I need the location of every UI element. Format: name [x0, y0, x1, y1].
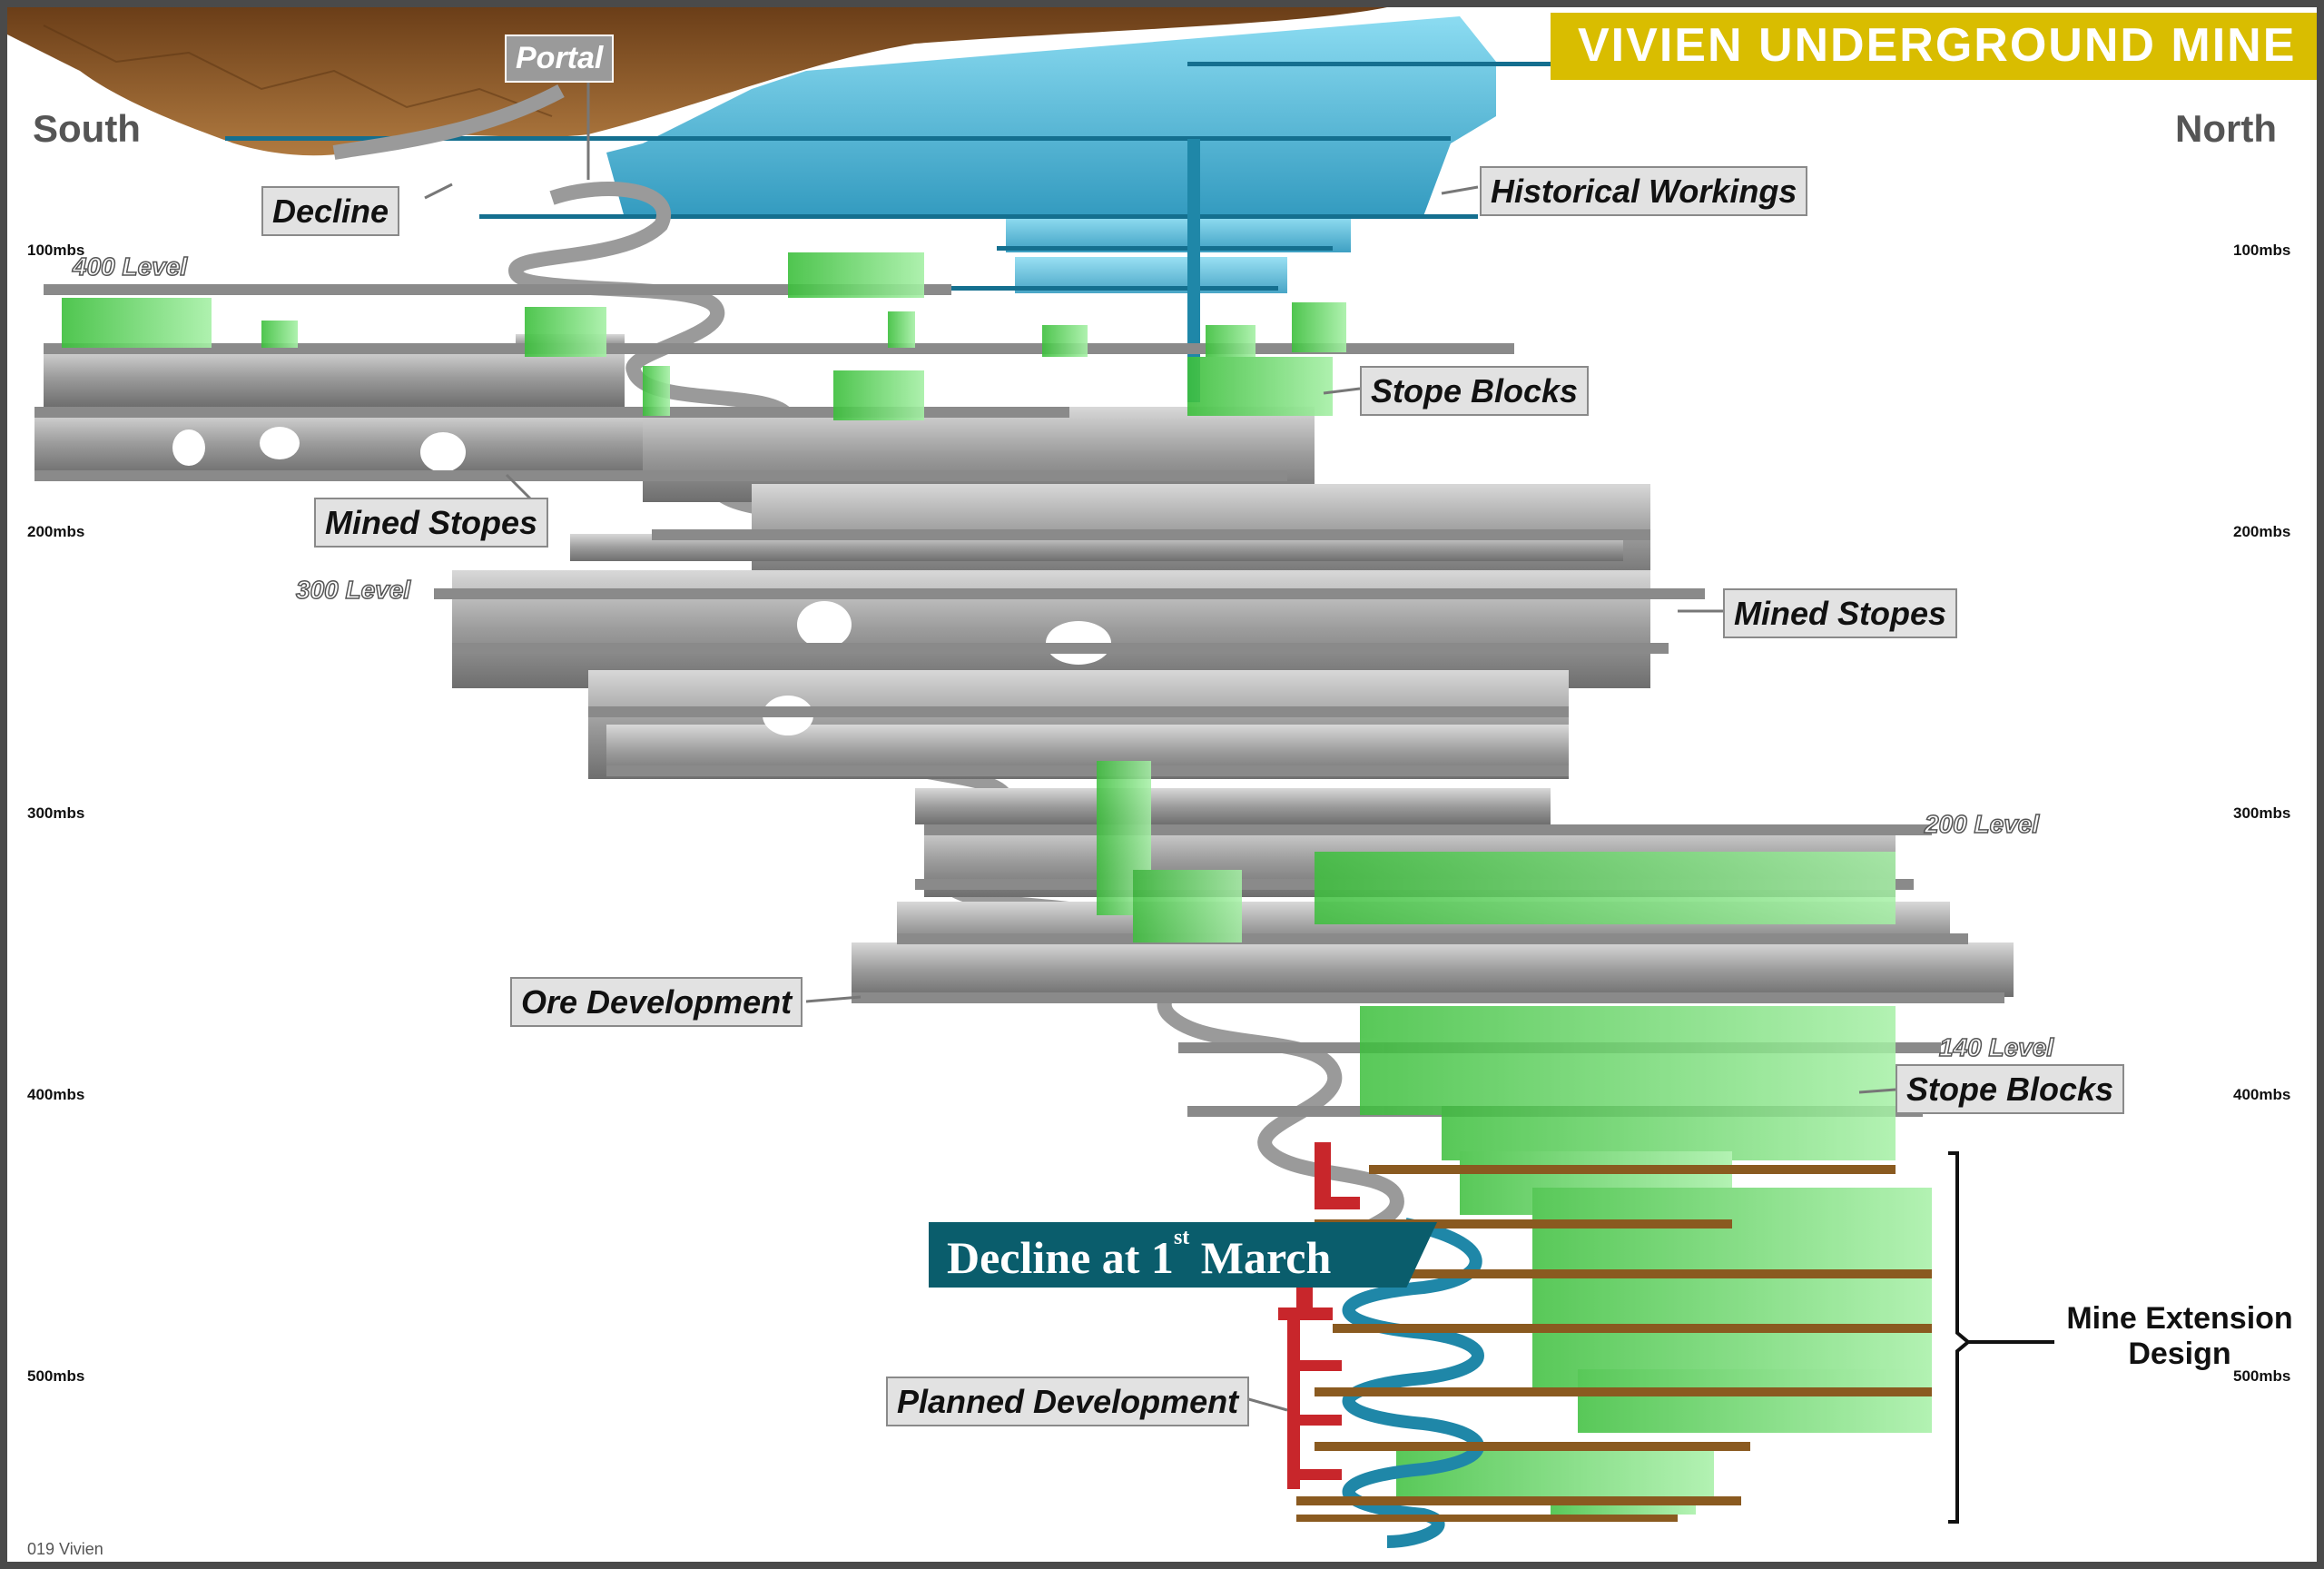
mine-extension-bracket — [1948, 1151, 2054, 1524]
slide-footer: 019 Vivien — [27, 1540, 103, 1558]
callout-stope-blocks-lower: Stope Blocks — [1896, 1064, 2125, 1115]
decline-date-text: Decline at 1st March — [947, 1226, 1332, 1283]
page-title: VIVIEN UNDERGROUND MINE — [1578, 19, 2297, 72]
surface-terrain — [7, 7, 1387, 156]
mine-extension-levels — [1296, 1165, 1932, 1522]
depth-left-400: 400mbs — [27, 1086, 85, 1103]
planned-development — [1278, 1142, 1360, 1489]
callout-historical-workings: Historical Workings — [1480, 166, 1808, 217]
depth-left-100: 100mbs — [27, 242, 85, 259]
depth-left-500: 500mbs — [27, 1367, 85, 1385]
title-banner — [1551, 13, 2317, 80]
mine-section-view: VIVIEN UNDERGROUND MINE South North 100m… — [7, 7, 2317, 1562]
level-200-label: 200 Level — [1924, 809, 2040, 839]
callout-mined-stopes-left: Mined Stopes — [314, 498, 549, 548]
level-400-label: 400 Level — [72, 252, 188, 281]
decline-date-banner — [929, 1222, 1437, 1288]
level-140-label: 140 Level — [1938, 1032, 2054, 1062]
mine-extension-line2: Design — [2128, 1337, 2231, 1372]
depth-left-200: 200mbs — [27, 523, 85, 540]
depth-right-200: 200mbs — [2233, 523, 2291, 540]
mine-extension-label: Mine Extension Design — [2048, 1301, 2311, 1372]
leader-lines — [424, 80, 1896, 1412]
long-section-diagram — [7, 7, 2054, 1548]
depth-left-300: 300mbs — [27, 804, 85, 822]
callout-decline: Decline — [261, 186, 400, 237]
depth-right-500: 500mbs — [2233, 1367, 2291, 1385]
level-300-label: 300 Level — [295, 575, 411, 605]
callout-mined-stopes-right: Mined Stopes — [1723, 588, 1958, 639]
stope-blocks-upper — [62, 252, 1346, 420]
south-label: South — [33, 107, 141, 150]
mine-extension-line1: Mine Extension — [2066, 1301, 2293, 1336]
historical-workings — [225, 16, 1551, 402]
depth-right-300: 300mbs — [2233, 804, 2291, 822]
callout-ore-development: Ore Development — [510, 977, 803, 1028]
callout-portal: Portal — [505, 35, 615, 83]
depth-right-100: 100mbs — [2233, 242, 2291, 259]
callout-stope-blocks-upper: Stope Blocks — [1360, 366, 1590, 417]
callout-planned-development: Planned Development — [886, 1377, 1250, 1427]
north-label: North — [2175, 107, 2277, 150]
depth-right-400: 400mbs — [2233, 1086, 2291, 1103]
